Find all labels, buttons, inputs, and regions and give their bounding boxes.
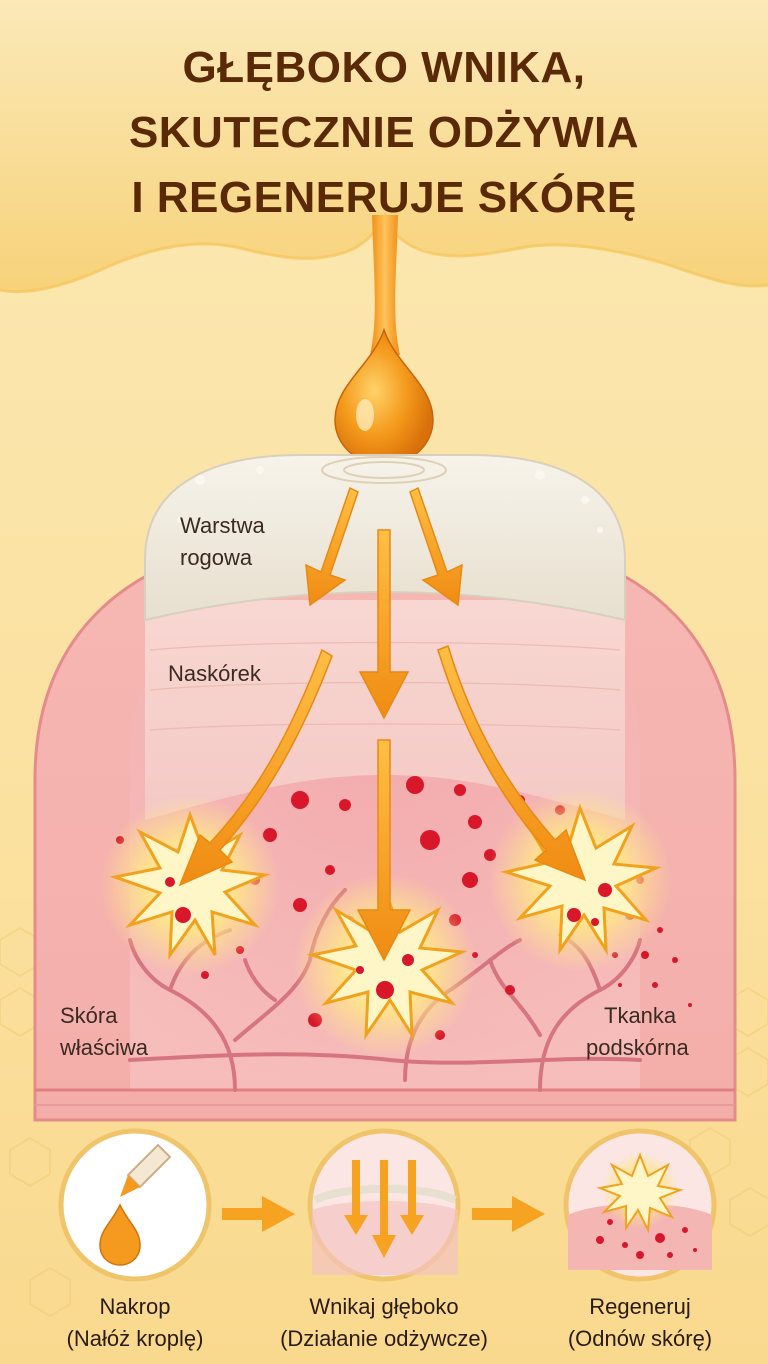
- burst-center: [293, 873, 477, 1057]
- step-3-subtitle: (Odnów skórę): [567, 1326, 713, 1351]
- burst-left: [100, 795, 280, 975]
- title-line-2: SKUTECZNIE ODŻYWIA: [128, 108, 640, 157]
- label-warstwa-rogowa-line1: Warstwa: [180, 513, 265, 538]
- label-naskorek: Naskórek: [168, 661, 261, 686]
- step-3-title: Regeneruj: [589, 1294, 691, 1319]
- oil-stream: [370, 215, 400, 355]
- step-1-subtitle: (Nałóż kroplę): [66, 1326, 204, 1351]
- step-arrow-1: [222, 1196, 295, 1232]
- step-2-title: Wnikaj głęboko: [309, 1294, 459, 1319]
- label-warstwa-rogowa-line2: rogowa: [180, 545, 253, 570]
- penetration-arrows: [178, 486, 587, 962]
- honey-header: [0, 0, 768, 292]
- title-line-1: GŁĘBOKO WNIKA,: [182, 43, 586, 92]
- step-2-icon: [307, 1128, 461, 1282]
- step-1-icon: [58, 1128, 212, 1282]
- step-arrow-2: [472, 1196, 545, 1232]
- label-tkanka-podskorna-line2: podskórna: [586, 1035, 689, 1060]
- step-3-icon: [563, 1128, 717, 1282]
- label-skora-wlasciwa-line2: właściwa: [60, 1035, 149, 1060]
- step-2-subtitle: (Działanie odżywcze): [280, 1326, 488, 1351]
- title-line-3: I REGENERUJE SKÓRĘ: [131, 173, 637, 222]
- label-skora-wlasciwa-line1: Skóra: [60, 1003, 118, 1028]
- ripple: [321, 456, 447, 484]
- step-1-title: Nakrop: [99, 1294, 171, 1319]
- label-tkanka-podskorna-line1: Tkanka: [604, 1003, 677, 1028]
- burst-right: [488, 788, 672, 972]
